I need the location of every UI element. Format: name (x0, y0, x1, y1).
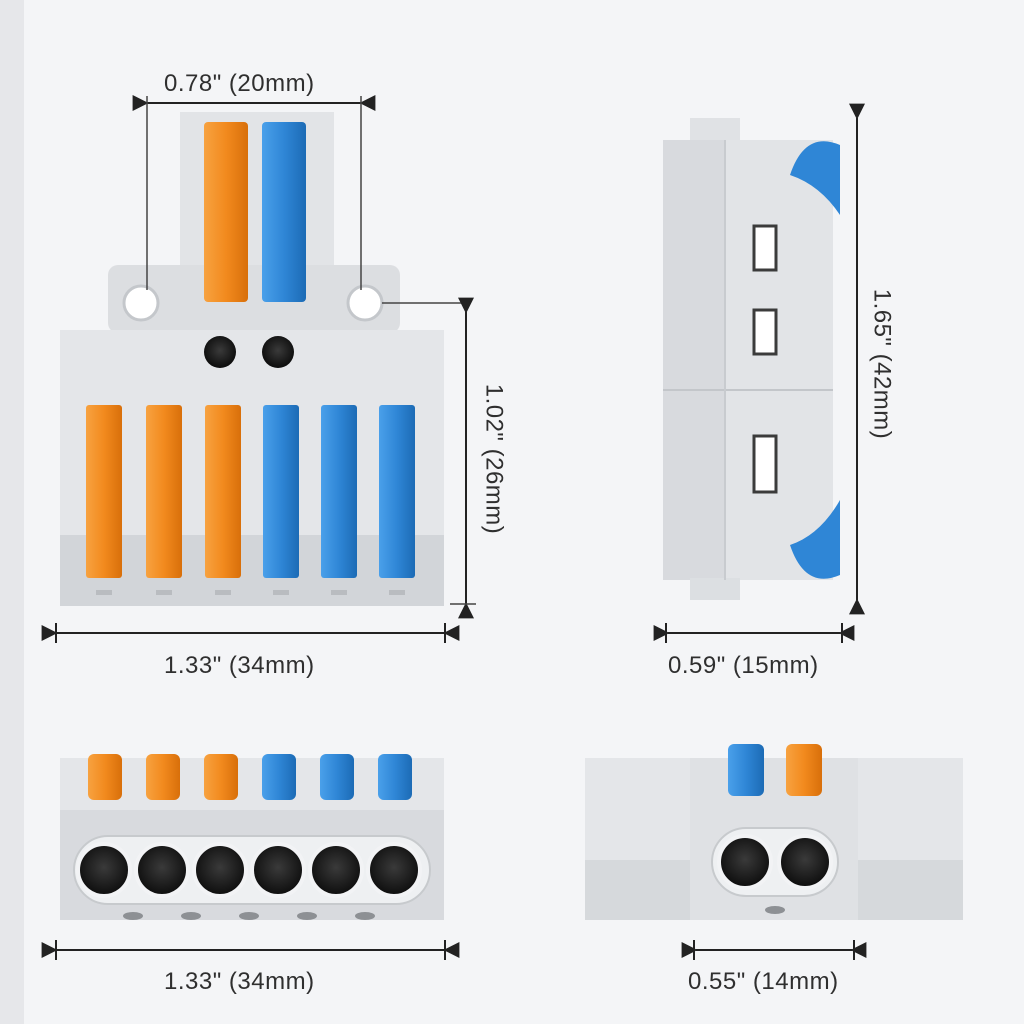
side-blue-clip-top (790, 141, 840, 215)
slot (156, 590, 172, 595)
side-window-3 (752, 434, 778, 494)
lever-blue-1 (263, 405, 299, 578)
bottom-width-label: 1.33" (34mm) (164, 968, 315, 995)
bottom-lever-orange-1 (88, 754, 122, 800)
slot (273, 590, 289, 595)
lever-blue-3 (379, 405, 415, 578)
lever-orange-1 (86, 405, 122, 578)
side-window-2 (752, 308, 778, 356)
bottom-slot (297, 912, 317, 920)
lever-orange-3 (205, 405, 241, 578)
bottom-port-1 (76, 842, 132, 898)
mounting-hole-right (346, 284, 384, 322)
mounting-hole-left (122, 284, 160, 322)
end-slot (765, 906, 785, 914)
bottom-slot (181, 912, 201, 920)
top-orange-lever (204, 122, 248, 302)
end-port-1 (717, 834, 773, 890)
slot (389, 590, 405, 595)
end-port-2 (777, 834, 833, 890)
bottom-lever-orange-2 (146, 754, 180, 800)
bottom-lever-blue-3 (378, 754, 412, 800)
bottom-slot (355, 912, 375, 920)
side-body-left (663, 140, 725, 580)
side-window-1 (752, 224, 778, 272)
bottom-lever-orange-3 (204, 754, 238, 800)
lever-blue-2 (321, 405, 357, 578)
bottom-port-5 (308, 842, 364, 898)
bottom-port-6 (366, 842, 422, 898)
end-view (585, 744, 963, 960)
bottom-lever-blue-1 (262, 754, 296, 800)
top-port-1 (204, 336, 236, 368)
top-module-base (108, 265, 400, 333)
bottom-port-4 (250, 842, 306, 898)
bottom-port-2 (134, 842, 190, 898)
bottom-lever-blue-2 (320, 754, 354, 800)
end-lever-orange (786, 744, 822, 796)
bottom-slot (239, 912, 259, 920)
end-lever-blue (728, 744, 764, 796)
lever-orange-2 (146, 405, 182, 578)
front-height-label: 1.02" (26mm) (480, 383, 508, 535)
side-bottom-cap (690, 578, 740, 600)
end-width-label: 0.55" (14mm) (688, 968, 839, 995)
left-edge-strip (0, 0, 24, 1024)
bottom-view (41, 754, 460, 960)
bottom-port-3 (192, 842, 248, 898)
side-height-label: 1.65" (42mm) (868, 288, 896, 440)
slot (215, 590, 231, 595)
side-view (653, 103, 865, 643)
slot (331, 590, 347, 595)
slot (96, 590, 112, 595)
side-blue-clip-bottom (790, 500, 840, 579)
front-width-label: 1.33" (34mm) (164, 652, 315, 679)
front-view (41, 95, 476, 643)
bottom-slot (123, 912, 143, 920)
top-blue-lever (262, 122, 306, 302)
top-lever-width-label: 0.78" (20mm) (164, 70, 315, 97)
top-port-2 (262, 336, 294, 368)
side-depth-label: 0.59" (15mm) (668, 652, 819, 679)
side-top-cap (690, 118, 740, 143)
